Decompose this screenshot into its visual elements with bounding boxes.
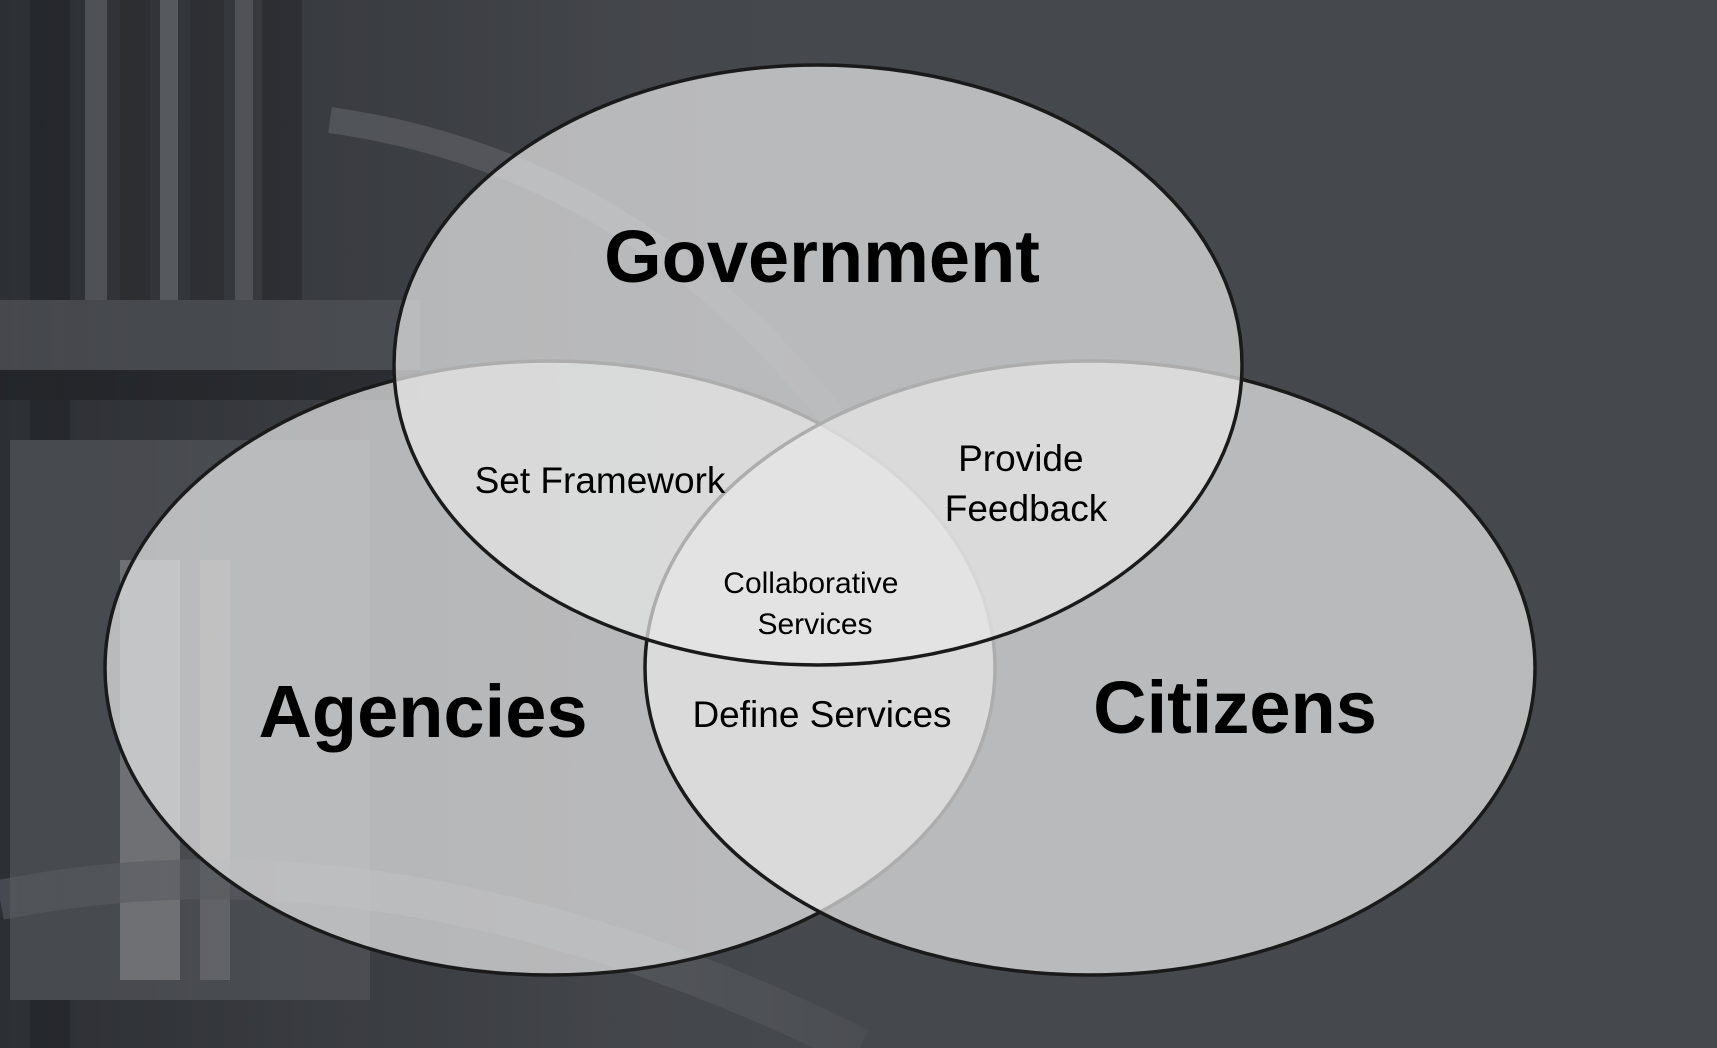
define-services-label: Define Services [692,694,951,735]
citizens-label: Citizens [1093,666,1377,749]
government-circle [392,63,1244,667]
set-framework-label: Set Framework [475,460,726,501]
collaborative-services-label: Collaborative Services [723,567,906,641]
agencies-label: Agencies [258,670,587,753]
provide-feedback-label: Provide Feedback [945,438,1108,529]
government-label: Government [604,215,1040,298]
